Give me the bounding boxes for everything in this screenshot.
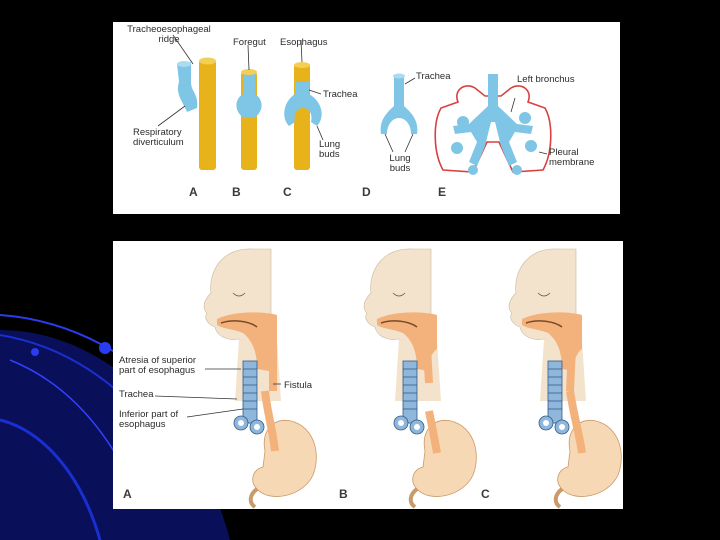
fistula-label: Fistula — [284, 381, 312, 391]
stage-letter-e: E — [438, 185, 446, 199]
stage-e-illustration — [435, 74, 551, 175]
lung-development-panel: Tracheoesophageal ridge Foregut Esophagu… — [113, 22, 620, 214]
stage-letter-b: B — [339, 487, 348, 501]
respiratory-diverticulum-label: Respiratory diverticulum — [133, 128, 193, 148]
trachea-label: Trachea — [119, 390, 154, 400]
stage-letter-c: C — [481, 487, 490, 501]
baby-figure-c — [509, 249, 621, 507]
stage-letter-b: B — [232, 185, 241, 199]
stage-letter-a: A — [123, 487, 132, 501]
inferior-part-label: Inferior part of esophagus — [119, 410, 189, 430]
stage-letter-d: D — [362, 185, 371, 199]
stage-b-illustration — [236, 45, 261, 170]
esophagus-label: Esophagus — [280, 38, 328, 48]
trachea-c-label: Trachea — [323, 90, 358, 100]
trachea-d-label: Trachea — [416, 72, 451, 82]
stage-a-illustration — [158, 35, 216, 170]
stage-d-illustration — [381, 74, 418, 153]
left-bronchus-label: Left bronchus — [517, 75, 575, 85]
esophageal-atresia-panel: Atresia of superior part of esophagus Fi… — [113, 241, 623, 509]
inferior-leader — [187, 409, 243, 417]
lung-buds-c-label: Lung buds — [319, 140, 353, 160]
trachea-leader — [155, 396, 237, 399]
lung-buds-d-label: Lung buds — [383, 154, 417, 174]
foregut-label: Foregut — [233, 38, 266, 48]
stage-letter-a: A — [189, 185, 198, 199]
stage-c-illustration — [284, 40, 323, 170]
stage-letter-c: C — [283, 185, 292, 199]
baby-figure-b — [364, 249, 476, 507]
tracheoesophageal-ridge-label: Tracheoesophageal ridge — [121, 25, 217, 45]
baby-figure-a — [204, 249, 316, 507]
atresia-label: Atresia of superior part of esophagus — [119, 356, 209, 376]
pleural-membrane-label: Pleural membrane — [549, 148, 613, 168]
